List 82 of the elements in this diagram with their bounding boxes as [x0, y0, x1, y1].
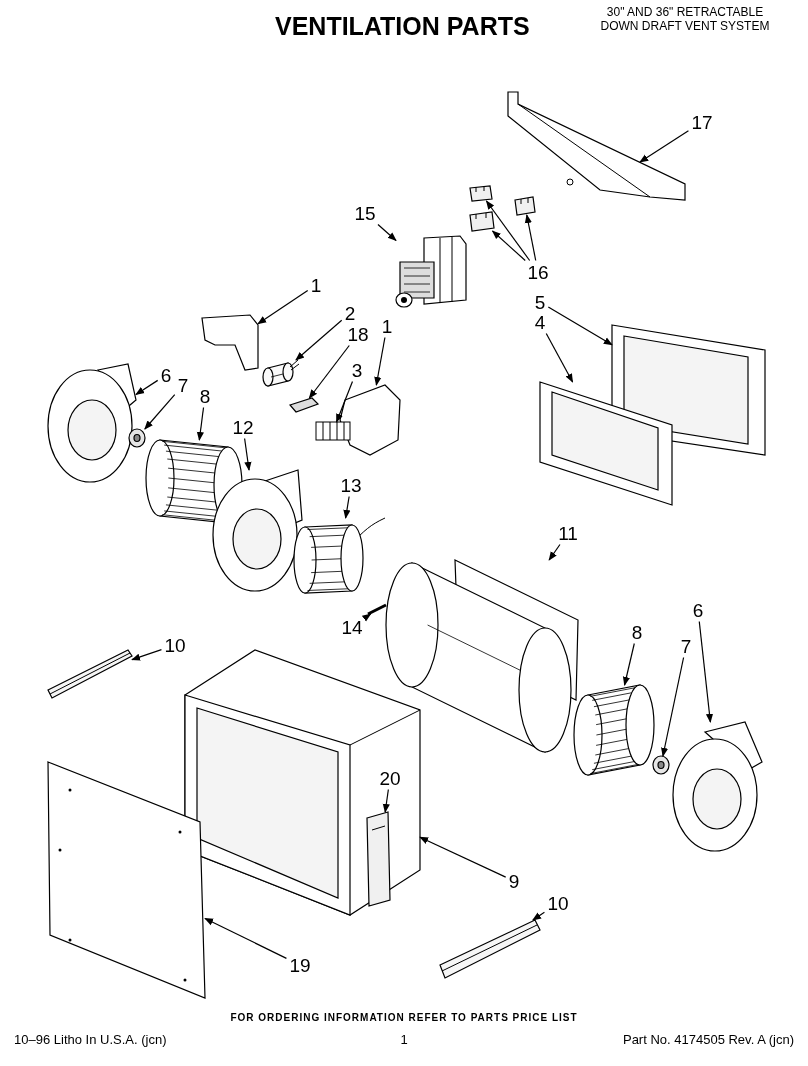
leader-line	[335, 380, 354, 423]
terminal-block-drawing	[315, 421, 351, 441]
callout-number: 5	[533, 292, 547, 312]
callout-number: 7	[176, 375, 190, 395]
leader-line	[639, 130, 690, 163]
leader-line	[377, 223, 397, 242]
capacitor-drawing	[262, 359, 300, 387]
switch-drawing	[469, 185, 493, 202]
note: FOR ORDERING INFORMATION REFER TO PARTS PRICE LIST	[230, 1012, 578, 1023]
part-number: Part No. 4174505 Rev. A (jcn)	[622, 1032, 794, 1047]
subtitle: 30" AND 36" RETRACTABLE DOWN DRAFT VENT SYSTEM	[599, 6, 771, 34]
callout-number: 1	[380, 316, 394, 336]
leader-line	[244, 437, 252, 471]
clip-drawing	[288, 397, 320, 413]
switch-drawing	[514, 196, 536, 216]
callout-number: 12	[231, 417, 255, 437]
leader-line	[374, 336, 386, 386]
hub-drawing	[128, 428, 146, 448]
callout-number: 13	[339, 475, 363, 495]
callout-number: 15	[353, 203, 377, 223]
callout-number: 20	[378, 768, 402, 788]
callout-number: 18	[346, 324, 370, 344]
leader-line	[257, 289, 309, 325]
blower-drum-drawing	[385, 559, 579, 753]
callout-number: 8	[198, 386, 212, 406]
transformer-drawing	[395, 235, 467, 308]
leader-line	[491, 230, 526, 262]
leader-line	[382, 788, 390, 813]
callout-number: 9	[507, 871, 521, 891]
callout-number: 10	[546, 893, 570, 913]
leader-line	[308, 344, 350, 399]
callout-number: 17	[690, 112, 714, 132]
leader-line	[545, 332, 574, 383]
leader-line	[361, 613, 372, 622]
motor-drawing	[293, 517, 386, 594]
leader-line	[485, 200, 531, 262]
callout-number: 6	[691, 600, 705, 620]
bracket-drawing	[201, 314, 259, 371]
title: VENTILATION PARTS	[275, 12, 530, 41]
callout-number: 19	[288, 955, 312, 975]
blower-housing-drawing	[672, 721, 763, 852]
leader-line	[548, 543, 561, 561]
callout-number: 6	[159, 365, 173, 385]
mounting-bracket-drawing	[507, 91, 686, 201]
leader-line	[196, 406, 205, 441]
callout-number: 14	[340, 617, 364, 637]
leader-line	[532, 911, 546, 921]
callout-number: 16	[526, 262, 550, 282]
blower-housing-drawing	[47, 363, 137, 483]
page-number: 1	[400, 1032, 408, 1047]
leader-line	[135, 379, 159, 396]
duct-frame-drawing	[539, 381, 673, 506]
cover-drawing	[339, 384, 401, 456]
leader-line	[343, 495, 351, 519]
callout-number: 3	[350, 360, 364, 380]
leader-line	[698, 620, 714, 723]
cover-panel-drawing	[47, 761, 206, 999]
callout-number: 2	[343, 303, 357, 323]
leader-line	[661, 656, 685, 757]
leader-line	[419, 836, 507, 878]
leader-line	[295, 319, 343, 361]
callout-number: 11	[557, 523, 579, 543]
callout-number: 7	[679, 636, 693, 656]
callout-number: 4	[533, 312, 547, 332]
leader-line	[622, 642, 635, 686]
switch-drawing	[469, 211, 495, 232]
print-note: 10–96 Litho In U.S.A. (jcn)	[14, 1032, 167, 1047]
hub-drawing	[652, 755, 670, 775]
blower-wheel-drawing	[573, 684, 655, 776]
angle-bracket-drawing	[439, 919, 541, 979]
angle-bracket-drawing	[47, 649, 133, 699]
leader-line	[547, 306, 613, 346]
blower-box-drawing	[184, 649, 421, 916]
leader-line	[144, 393, 176, 430]
leader-line	[131, 649, 163, 661]
leader-line	[524, 214, 537, 262]
callout-number: 10	[163, 635, 187, 655]
callout-number: 8	[630, 622, 644, 642]
mounting-plate-drawing	[212, 469, 303, 592]
callout-number: 1	[309, 275, 323, 295]
leader-line	[204, 917, 288, 959]
screw-drawing	[367, 603, 387, 616]
